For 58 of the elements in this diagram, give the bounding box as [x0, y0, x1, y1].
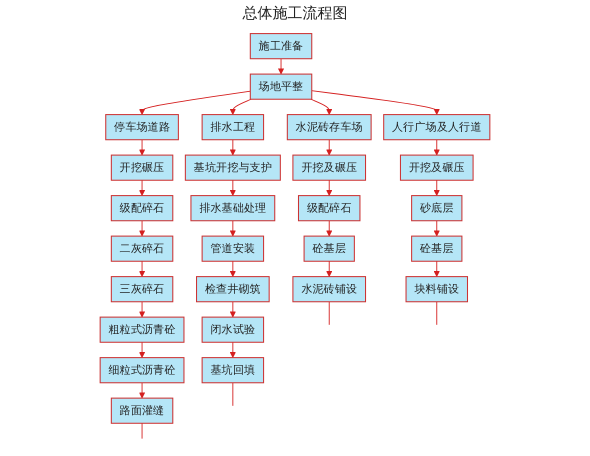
arrow	[326, 220, 332, 236]
arrow	[326, 139, 332, 156]
node-box: 排水基础处理	[190, 195, 276, 222]
node-box: 开挖碾压	[110, 154, 174, 181]
arrow	[278, 58, 284, 74]
node-box: 闭水试验	[202, 316, 264, 343]
node-box: 管道安装	[202, 236, 264, 262]
node-box: 开挖及碾压	[292, 154, 366, 181]
node-box: 二灰碎石	[110, 236, 174, 262]
node-box: 停车场道路	[105, 114, 179, 140]
node-box: 砼基层	[304, 236, 355, 262]
arrow	[230, 301, 236, 318]
arrow	[138, 90, 251, 115]
arrow	[138, 180, 146, 196]
node-box: 级配碎石	[298, 195, 360, 222]
arrow	[138, 220, 146, 236]
connector	[232, 382, 234, 406]
node-box: 砼基层	[411, 236, 462, 262]
node-box: 水泥砖铺设	[292, 276, 366, 302]
diagram-title: 总体施工流程图	[242, 4, 348, 23]
node-box: 粗粒式沥青砼	[100, 316, 184, 343]
arrow	[311, 90, 440, 115]
arrow	[326, 260, 332, 277]
node-box: 基坑开挖与支护	[184, 154, 281, 181]
node-box: 块料铺设	[406, 276, 468, 302]
arrow	[230, 220, 236, 236]
connector	[328, 301, 330, 326]
connector	[142, 422, 143, 440]
node-box: 三灰碎石	[110, 276, 174, 302]
arrow	[310, 98, 332, 115]
arrow	[138, 139, 146, 156]
arrow	[230, 342, 236, 358]
node-box: 人行广场及人行道	[383, 114, 490, 140]
arrow	[434, 260, 440, 277]
arrow	[138, 382, 146, 398]
node-box: 水泥砖存车场	[286, 114, 372, 140]
node-box: 细粒式沥青砼	[100, 357, 184, 384]
arrow	[138, 260, 146, 277]
arrow	[326, 180, 332, 196]
node-box: 开挖及碾压	[400, 154, 474, 181]
arrow	[230, 260, 236, 277]
node-box: 砂底层	[411, 195, 462, 222]
arrow	[434, 220, 440, 236]
arrow	[138, 342, 146, 358]
node-box: 级配碎石	[110, 195, 174, 222]
node-box: 施工准备	[250, 33, 312, 60]
node-box: 路面灌缝	[110, 398, 174, 424]
node-box: 基坑回填	[202, 357, 264, 384]
arrow	[230, 180, 236, 196]
node-box: 排水工程	[202, 114, 264, 140]
arrow	[230, 98, 252, 115]
arrow	[230, 139, 236, 156]
connector	[436, 301, 438, 326]
arrow	[434, 139, 440, 156]
node-box: 检查井砌筑	[196, 276, 270, 302]
arrow	[138, 301, 146, 318]
node-box: 场地平整	[250, 74, 312, 100]
arrow	[434, 180, 440, 196]
